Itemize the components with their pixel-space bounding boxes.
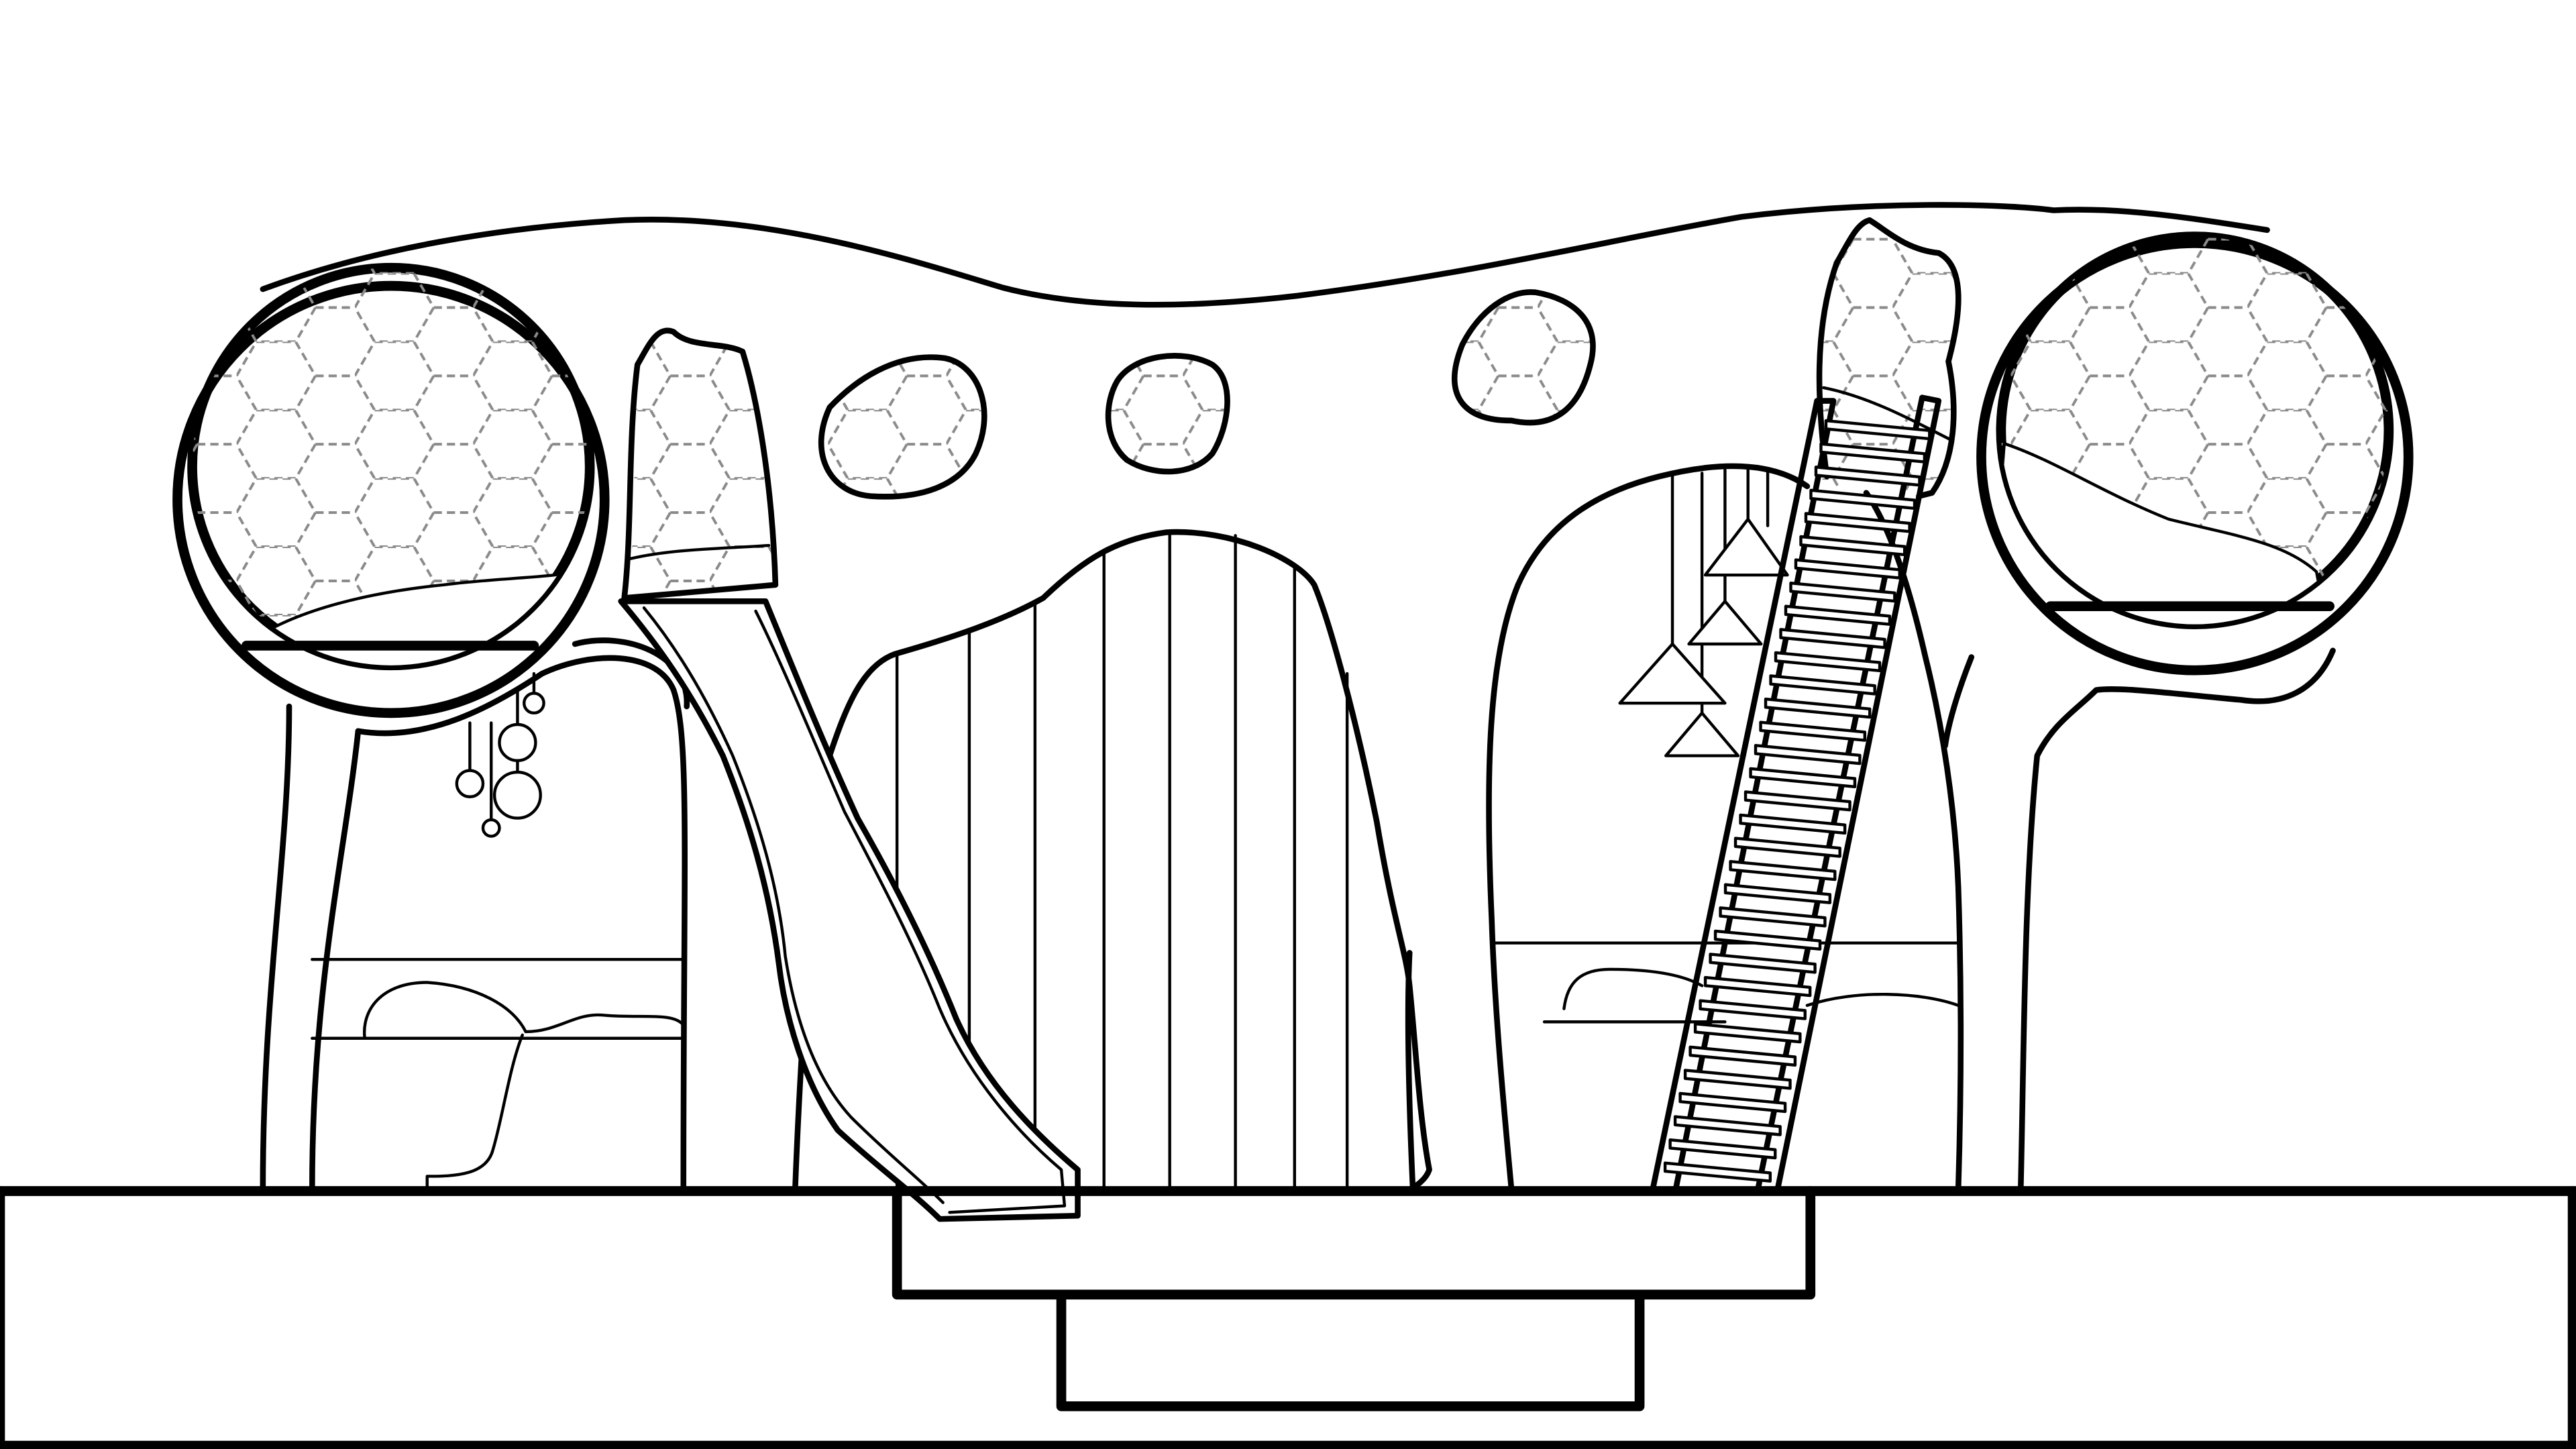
ladder-rung (1784, 604, 1892, 626)
ladder-rung (1739, 813, 1847, 835)
ladder-rung (1668, 1138, 1777, 1160)
hanging-triangles (1618, 465, 1789, 757)
ladder-rung (1819, 442, 1927, 464)
ladder-rung (1824, 419, 1931, 441)
ladder-rung (1688, 1045, 1797, 1067)
ladder-rung (1743, 790, 1851, 812)
canopy-roof (260, 202, 2270, 308)
left-pillar (260, 637, 690, 1193)
ladder-rung (1663, 1161, 1772, 1183)
ladder-rung (1764, 697, 1872, 719)
left-porthole-window (172, 262, 610, 718)
ladder-rung (1754, 744, 1862, 765)
center-panel (792, 529, 1432, 1193)
ladder-rung (1809, 488, 1917, 510)
ladder-rung (1779, 628, 1886, 649)
ladder-rung (1703, 975, 1812, 998)
ladder-rung (1719, 906, 1827, 928)
ladder-rung (1683, 1069, 1792, 1090)
right-porthole-window (1976, 231, 2414, 676)
honeycomb-rocks (621, 217, 1962, 601)
ladder-rung (1723, 883, 1832, 904)
ladder-rung (1713, 929, 1822, 951)
ladder-rung (1729, 859, 1837, 881)
stepped-base (0, 1186, 2576, 1449)
ladder-rung (1678, 1091, 1787, 1114)
ladder-rung (1794, 558, 1901, 580)
ladder-rung (1789, 581, 1896, 603)
ladder-rung (1769, 674, 1876, 696)
slide (618, 598, 1081, 1222)
ladder-rung (1699, 999, 1807, 1020)
ladder-rung (1709, 953, 1817, 974)
ladder-rung (1749, 767, 1857, 788)
ladder-rung (1693, 1022, 1802, 1044)
ladder-rung (1733, 837, 1841, 858)
ladder-rung (1673, 1115, 1782, 1136)
ladder-rung (1774, 651, 1882, 673)
ladder-rung (1804, 512, 1911, 533)
hanging-spheres (455, 672, 545, 838)
ladder-rung (1799, 535, 1907, 557)
ladder-rung (1814, 466, 1921, 487)
ladder-rung (1759, 720, 1867, 742)
ladder (1650, 394, 1942, 1193)
